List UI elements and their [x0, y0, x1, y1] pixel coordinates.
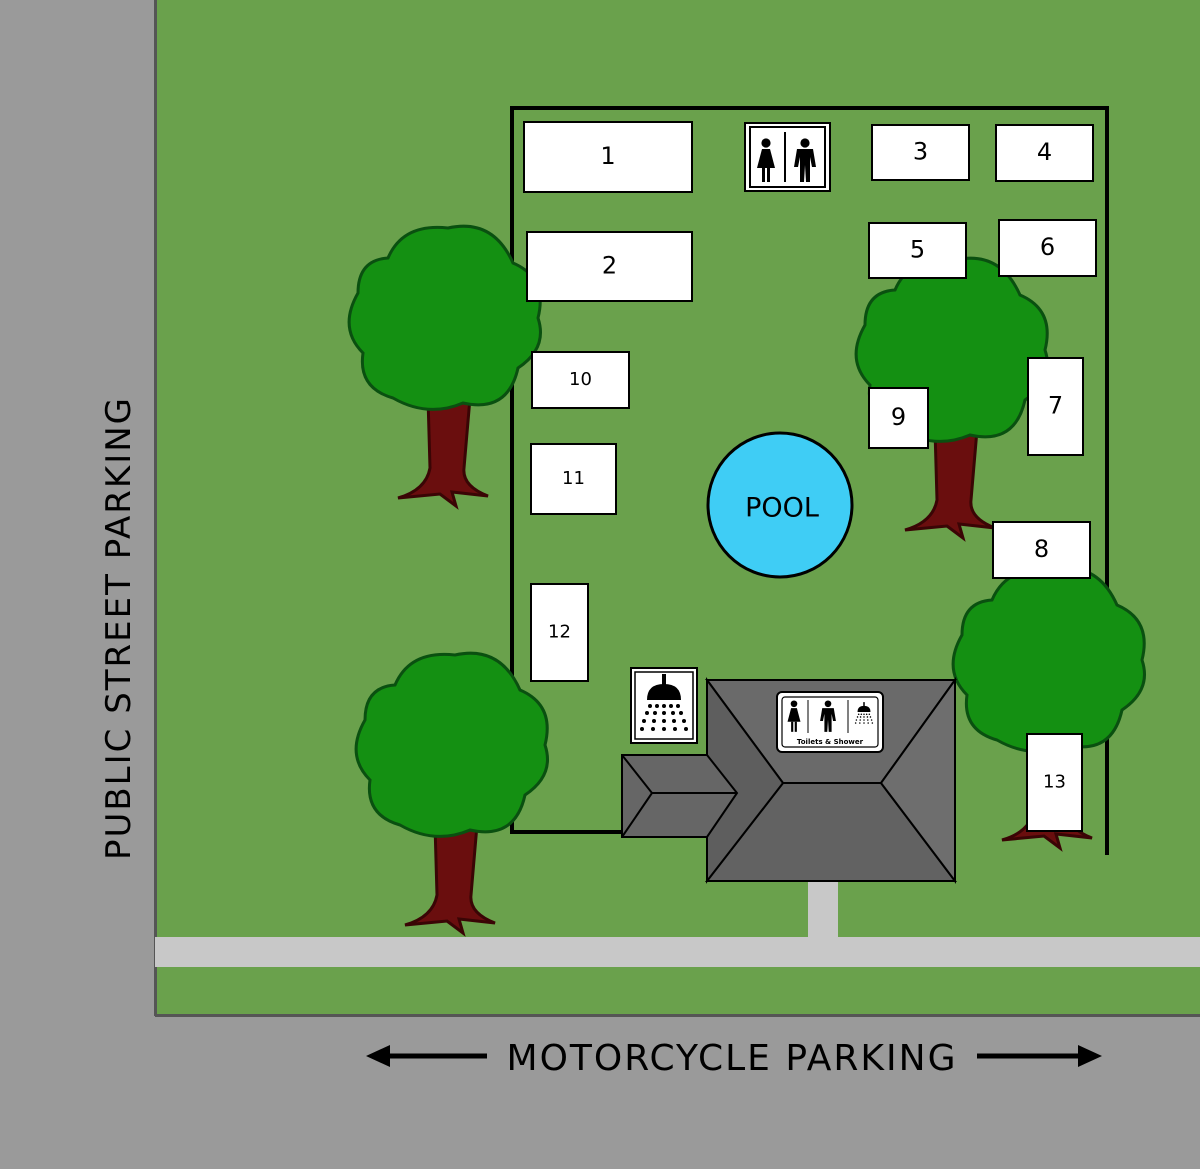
campsite-number: 11 — [562, 468, 585, 489]
campsite-number: 12 — [548, 622, 571, 643]
campsite-7[interactable]: 7 — [1027, 357, 1084, 456]
campsite-4[interactable]: 4 — [995, 124, 1094, 182]
campsite-3[interactable]: 3 — [871, 124, 970, 181]
campsite-13[interactable]: 13 — [1026, 733, 1083, 832]
campsite-number: 7 — [1048, 392, 1063, 420]
public-street-parking-label: PUBLIC STREET PARKING — [99, 396, 139, 860]
building-sign: Toilets & Shower — [776, 691, 884, 753]
campsite-box[interactable] — [1027, 357, 1084, 456]
campsite-box[interactable] — [531, 351, 630, 409]
campsite-number: 1 — [600, 142, 615, 170]
campsite-box[interactable] — [995, 124, 1094, 182]
shower-sign — [630, 667, 698, 744]
campsite-number: 2 — [602, 252, 617, 280]
campsite-number: 9 — [891, 403, 906, 431]
pool-label: POOL — [745, 493, 819, 524]
campground-fence — [510, 106, 1109, 855]
campsite-number: 3 — [913, 138, 928, 166]
pool[interactable] — [706, 431, 854, 579]
campsite-12[interactable]: 12 — [530, 583, 589, 682]
campsite-1[interactable]: 1 — [523, 121, 693, 193]
campsite-number: 4 — [1037, 138, 1052, 166]
campsite-box[interactable] — [992, 521, 1091, 579]
campsite-box[interactable] — [530, 443, 617, 515]
walkway-vertical — [808, 880, 838, 938]
campsite-number: 8 — [1034, 535, 1049, 563]
campsite-box[interactable] — [871, 124, 970, 181]
building-sign-text: Toilets & Shower — [797, 738, 864, 746]
campsite-box[interactable] — [998, 219, 1097, 277]
campsite-8[interactable]: 8 — [992, 521, 1091, 579]
campsite-number: 5 — [910, 236, 925, 264]
walkway-horizontal — [155, 937, 1200, 967]
restroom-sign — [744, 122, 831, 192]
campsite-box[interactable] — [1026, 733, 1083, 832]
campsite-box[interactable] — [530, 583, 589, 682]
campsite-box[interactable] — [526, 231, 693, 302]
campsite-number: 10 — [569, 369, 592, 390]
campsite-box[interactable] — [868, 222, 967, 279]
motorcycle-parking-label: MOTORCYCLE PARKING — [507, 1038, 958, 1079]
campsite-6[interactable]: 6 — [998, 219, 1097, 277]
campsite-number: 6 — [1040, 233, 1055, 261]
campsite-11[interactable]: 11 — [530, 443, 617, 515]
campsite-5[interactable]: 5 — [868, 222, 967, 279]
campsite-number: 13 — [1043, 772, 1066, 793]
campsite-9[interactable]: 9 — [868, 387, 929, 449]
campsite-10[interactable]: 10 — [531, 351, 630, 409]
parking-arrow-left — [366, 1045, 487, 1067]
campsite-2[interactable]: 2 — [526, 231, 693, 302]
parking-arrow-right — [977, 1045, 1102, 1067]
campsite-box[interactable] — [868, 387, 929, 449]
campsite-box[interactable] — [523, 121, 693, 193]
